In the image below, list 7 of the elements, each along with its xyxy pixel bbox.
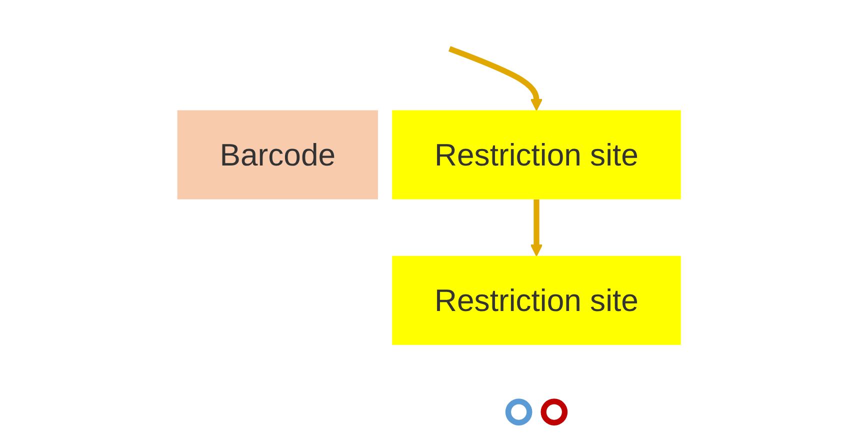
node-box: Restriction site bbox=[392, 256, 681, 345]
node-circle bbox=[505, 398, 532, 426]
node-box: Barcode bbox=[177, 110, 378, 200]
node-circle bbox=[540, 398, 568, 426]
node-box: Restriction site bbox=[392, 110, 681, 200]
arrow bbox=[530, 199, 543, 256]
arrow bbox=[448, 46, 543, 111]
